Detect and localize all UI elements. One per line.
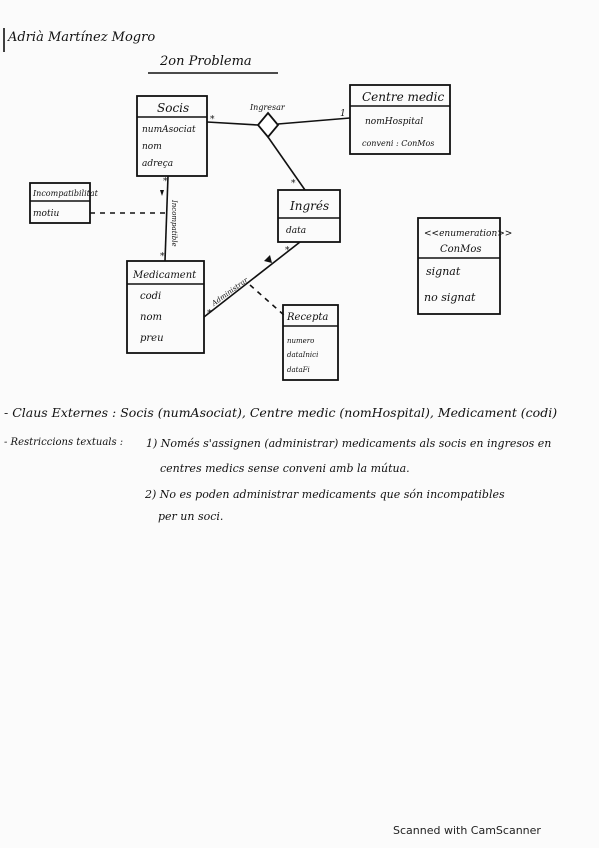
uml-diagram: Socis numAsociat nom adreça Centre medic… (3, 28, 512, 381)
class-medicament: Medicament codi nom preu (126, 260, 205, 354)
association-label: Incompatible (170, 199, 178, 247)
attr: data (286, 226, 306, 236)
class-name: Ingrés (289, 199, 329, 213)
association-label: Administrar (210, 276, 250, 308)
restriction-1b: centres medics sense conveni amb la mútu… (160, 462, 410, 475)
scanner-watermark: Scanned with CamScanner (393, 824, 541, 837)
association-diamond (256, 111, 280, 139)
association-incompatible: * * Incompatible (90, 175, 178, 262)
stereotype: <<enumeration>> (424, 229, 512, 239)
restriction-2a: 2) No es poden administrar medicaments q… (145, 488, 505, 501)
multiplicity: * (210, 115, 215, 125)
class-name: Medicament (132, 270, 197, 281)
direction-arrow (160, 190, 164, 196)
class-ingres: Ingrés data (277, 189, 341, 243)
line-medicament-ingres (203, 241, 301, 318)
class-name: Centre medic (362, 90, 444, 104)
restrictions-label: - Restriccions textuals : (4, 437, 124, 448)
attr: codi (140, 291, 161, 302)
attr: motiu (33, 209, 59, 219)
enum-conmos: <<enumeration>> ConMos signat no signat (417, 217, 512, 315)
attr: conveni : ConMos (362, 139, 434, 148)
class-centre-medic: Centre medic nomHospital conveni : ConMo… (349, 84, 451, 155)
association-ingresar: Ingresar * 1 * (206, 103, 351, 191)
class-incompatibilitat: Incompatibilitat motiu (29, 182, 99, 224)
attr: preu (140, 333, 164, 344)
line-socis-diamond (206, 121, 259, 126)
class-name: Recepta (286, 312, 328, 323)
line-diamond-centre (277, 117, 351, 125)
attr: dataInici (287, 351, 318, 359)
class-name: Socis (157, 101, 189, 115)
enum-value: no signat (424, 291, 476, 304)
restriction-1a: 1) Només s'assignen (administrar) medica… (146, 437, 552, 450)
association-administrar: * * Administrar (203, 241, 301, 319)
association-class-link (249, 284, 286, 317)
multiplicity: * (291, 179, 296, 189)
class-socis: Socis numAsociat nom adreça (136, 95, 208, 177)
line-socis-medicament (164, 175, 169, 262)
class-name: ConMos (440, 244, 482, 255)
multiplicity: * (207, 309, 212, 319)
enum-value: signat (426, 265, 461, 278)
multiplicity: * (285, 246, 290, 256)
attr: numAsociat (142, 125, 196, 135)
line-diamond-ingres (267, 136, 306, 191)
restriction-2b: per un soci. (158, 510, 224, 523)
attr: nom (142, 142, 162, 152)
association-label: Ingresar (249, 103, 286, 112)
attr: nom (140, 312, 162, 323)
attr: adreça (142, 159, 173, 169)
direction-arrow (264, 255, 272, 263)
multiplicity: * (160, 252, 165, 262)
foreign-keys-note: - Claus Externes : Socis (numAsociat), C… (4, 405, 558, 420)
multiplicity: * (163, 177, 168, 187)
multiplicity: 1 (340, 109, 346, 119)
class-name: Incompatibilitat (32, 189, 99, 198)
problem-title: 2on Problema (160, 54, 252, 69)
attr: nomHospital (365, 117, 423, 127)
class-recepta: Recepta numero dataInici dataFi (282, 304, 339, 381)
attr: numero (287, 337, 314, 345)
attr: dataFi (287, 366, 310, 374)
author-name: Adrià Martínez Mogro (8, 30, 156, 45)
